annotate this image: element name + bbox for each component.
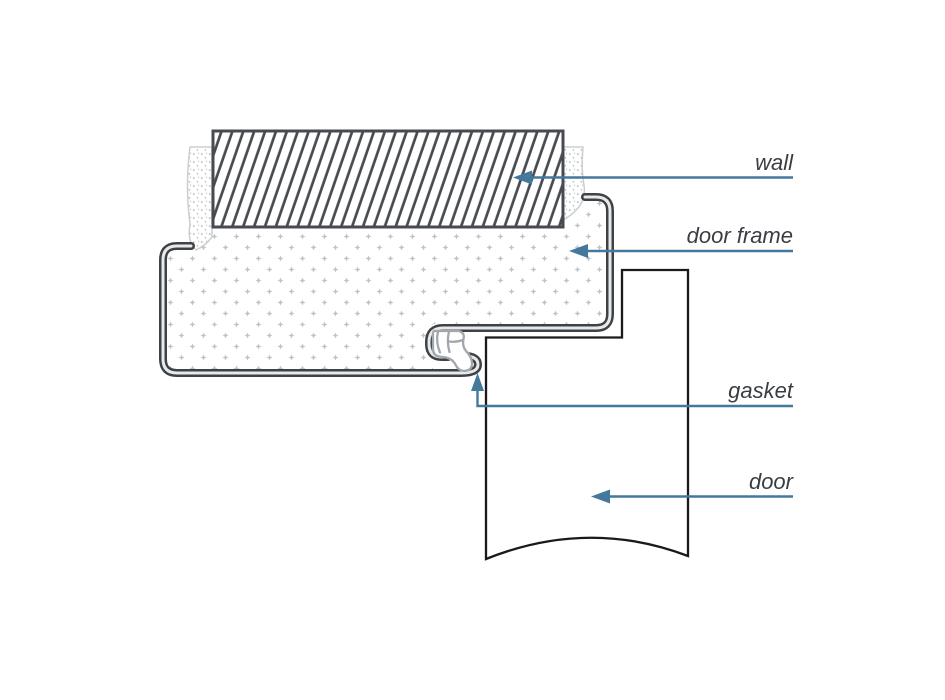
gasket-leader [471, 373, 793, 408]
label-door-frame: door frame [686, 223, 793, 248]
mortar-right-patch [562, 146, 586, 221]
door-panel [484, 268, 690, 561]
door-leader [591, 489, 793, 504]
wall-leader [513, 170, 793, 185]
gasket-profile [431, 329, 474, 373]
frame-infill [167, 201, 606, 370]
door-frame-leader [569, 244, 793, 258]
label-door: door [748, 469, 793, 494]
label-wall: wall [755, 150, 793, 175]
door-frame-profile [159, 193, 614, 377]
mortar-left-patch [186, 146, 213, 251]
wall-section [211, 129, 565, 229]
label-gasket: gasket [728, 378, 793, 403]
